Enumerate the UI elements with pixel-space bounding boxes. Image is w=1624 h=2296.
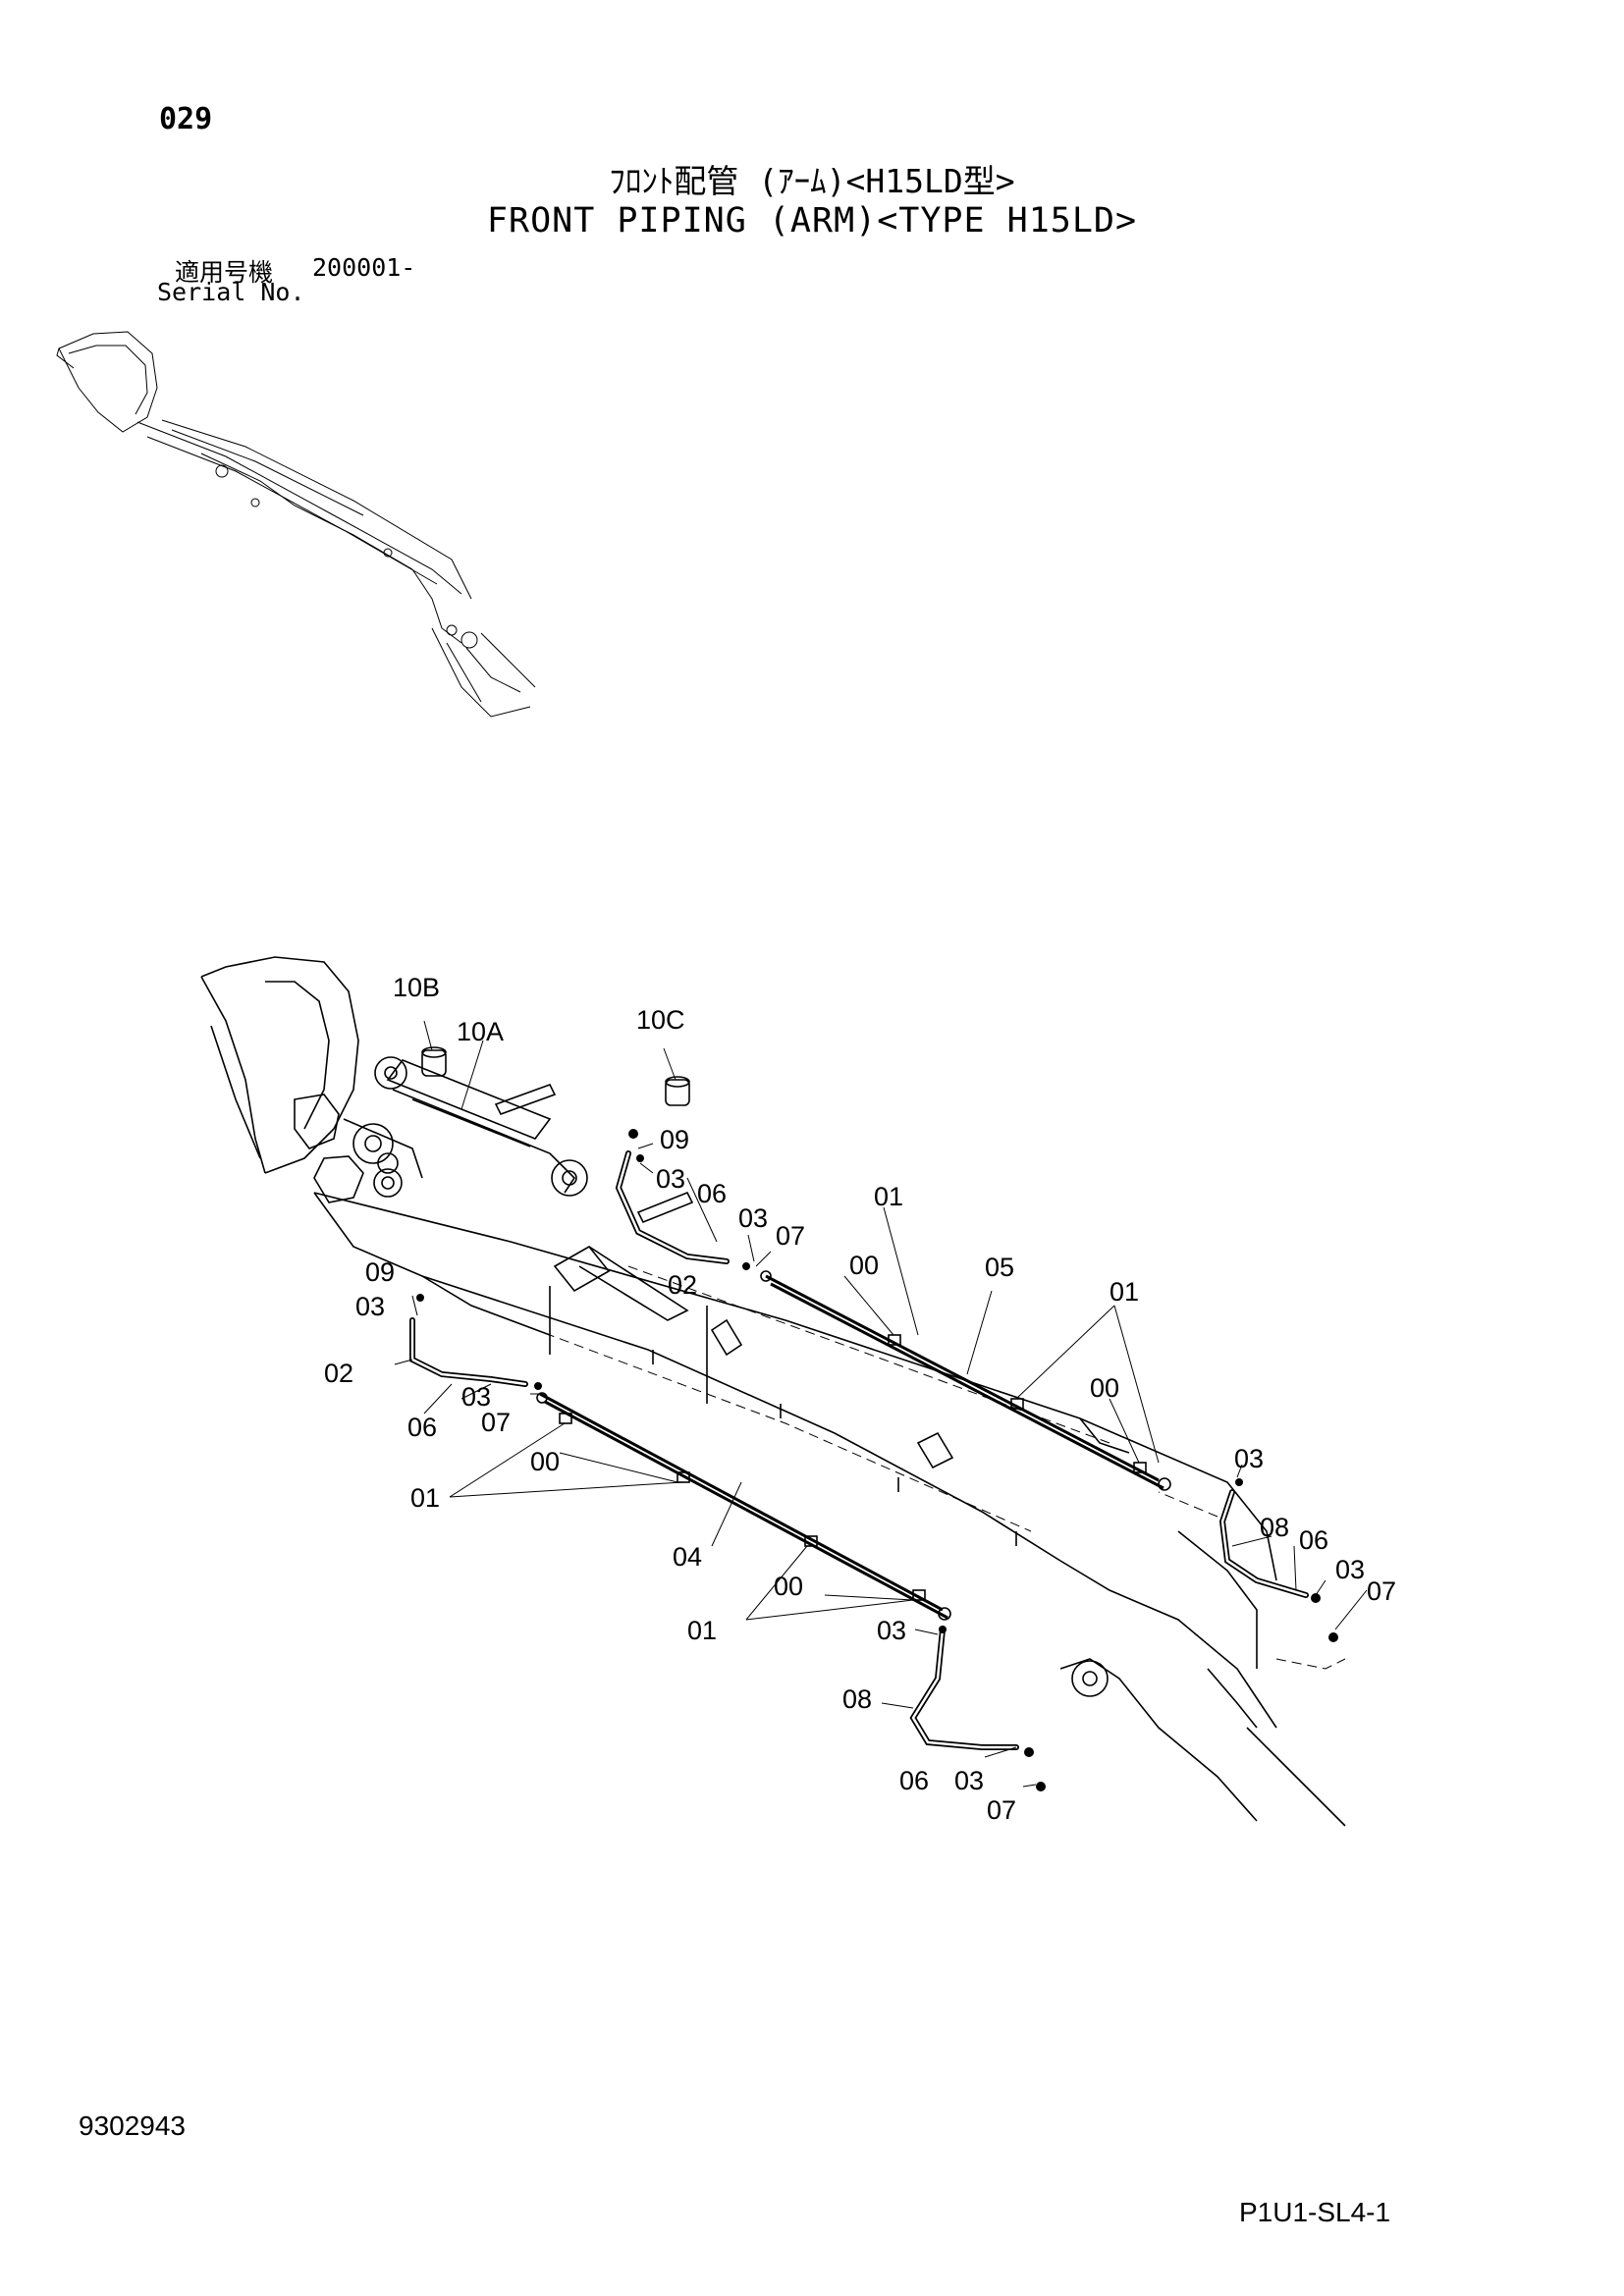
callout-02: 02 (668, 1270, 697, 1300)
callout-02: 02 (324, 1359, 353, 1388)
overview-arm (136, 419, 472, 644)
callout-00: 00 (1090, 1373, 1119, 1403)
callout-10a: 10A (457, 1017, 504, 1046)
fittings (416, 1129, 1338, 1791)
callout-06: 06 (899, 1766, 929, 1795)
hose-lower-left (409, 1317, 528, 1387)
callout-06: 06 (407, 1413, 437, 1442)
callout-06: 06 (1299, 1525, 1328, 1555)
callout-08: 08 (1260, 1513, 1289, 1542)
arm-body-outline (313, 1192, 1346, 1827)
callout-08: 08 (842, 1684, 872, 1714)
overview-boom (431, 624, 536, 718)
pin-10C (665, 1076, 690, 1106)
callout-03: 03 (1335, 1555, 1365, 1584)
callout-09: 09 (365, 1257, 395, 1287)
sheet-code: P1U1-SL4-1 (1239, 2197, 1391, 2227)
callout-00: 00 (530, 1447, 560, 1476)
title-english: FRONT PIPING (ARM)<TYPE H15LD> (486, 201, 1138, 240)
callout-07: 07 (481, 1408, 511, 1437)
callout-10c: 10C (636, 1005, 685, 1035)
bucket-linkage-outline (200, 956, 399, 1203)
pin-10 (494, 1084, 694, 1224)
callout-00: 00 (849, 1251, 879, 1280)
callout-03: 03 (656, 1164, 685, 1194)
callout-03: 03 (1234, 1444, 1264, 1473)
clamp-brackets (553, 1245, 1017, 1546)
callout-03: 03 (877, 1616, 906, 1645)
page-number: 029 (159, 102, 213, 136)
callout-07: 07 (987, 1795, 1016, 1825)
callout-01: 01 (687, 1616, 717, 1645)
callout-labels: 10B 10A 10C 09 03 06 03 07 01 00 02 05 0… (324, 973, 1396, 1825)
leader-lines (394, 1020, 1368, 1788)
callout-06: 06 (697, 1179, 727, 1208)
callout-01: 01 (874, 1182, 903, 1211)
callout-03: 03 (738, 1203, 768, 1233)
callout-10b: 10B (393, 973, 440, 1002)
callout-07: 07 (776, 1221, 805, 1251)
callout-03: 03 (954, 1766, 984, 1795)
pipe-05 (760, 1270, 1171, 1491)
callout-01: 01 (410, 1483, 440, 1513)
serial-number-value: 200001- (312, 253, 416, 282)
overview-bucket (56, 331, 158, 433)
hose-upper-left (615, 1150, 730, 1264)
hose-upper-right (1218, 1489, 1309, 1598)
callout-07: 07 (1367, 1576, 1396, 1606)
callout-00: 00 (774, 1572, 803, 1601)
serial-label-english: Serial No. (157, 278, 305, 306)
callout-01: 01 (1110, 1277, 1139, 1307)
hose-lower-right (909, 1627, 1019, 1750)
title-japanese: ﾌﾛﾝﾄ配管 (ｱｰﾑ)<H15LD型> (609, 162, 1015, 200)
cylinder-10A (343, 1056, 588, 1198)
serial-label-japanese: 適用号機 (175, 258, 274, 287)
callout-03: 03 (461, 1382, 491, 1412)
callout-03: 03 (355, 1292, 385, 1321)
document-number: 9302943 (79, 2110, 187, 2141)
callout-05: 05 (985, 1253, 1014, 1282)
pin-10B (421, 1046, 447, 1077)
pipe-04 (536, 1392, 951, 1621)
callout-04: 04 (673, 1542, 702, 1572)
callout-09: 09 (660, 1125, 689, 1154)
